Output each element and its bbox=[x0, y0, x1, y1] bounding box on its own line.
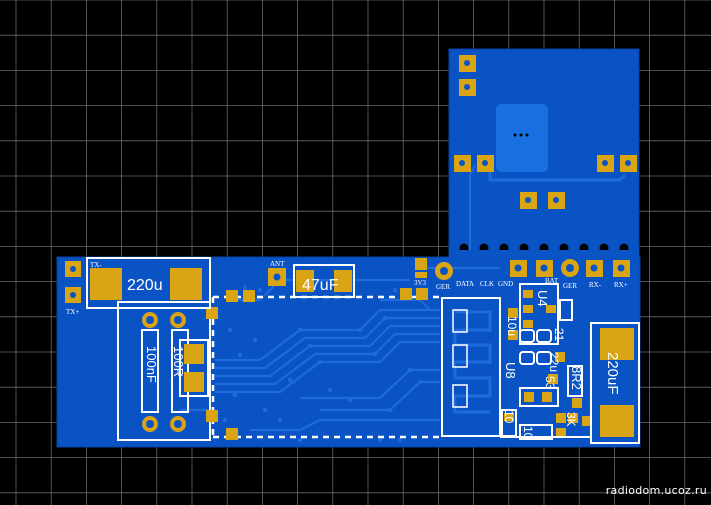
header-pins bbox=[435, 259, 630, 280]
left-block bbox=[117, 301, 218, 441]
label-clk: CLK bbox=[480, 280, 494, 288]
pad-hole bbox=[602, 160, 608, 166]
label-53: 53 bbox=[543, 376, 557, 390]
pad bbox=[226, 290, 238, 302]
label-10u: 10u bbox=[505, 316, 519, 336]
pad bbox=[600, 328, 634, 360]
label-10: 10 bbox=[502, 410, 516, 424]
pad-hole bbox=[625, 160, 631, 166]
label-u4: U4 bbox=[535, 290, 550, 307]
via bbox=[525, 133, 529, 137]
label-10-b: 10 bbox=[521, 426, 535, 440]
upper-module bbox=[448, 48, 640, 257]
label-bat: BAT bbox=[545, 277, 559, 285]
cap-47uf-outline bbox=[293, 264, 355, 298]
pad-hole bbox=[553, 197, 559, 203]
trace bbox=[469, 164, 476, 250]
antenna-pad bbox=[452, 344, 468, 368]
cap-220uf-outline bbox=[590, 322, 640, 444]
watermark: radiodom.ucoz.ru bbox=[605, 484, 707, 497]
pad bbox=[296, 270, 314, 292]
label-u8: U8 bbox=[503, 362, 518, 379]
label-220u: 220u bbox=[127, 277, 163, 294]
pad bbox=[243, 290, 255, 302]
antenna-pad bbox=[452, 384, 468, 408]
label-rx-plus: RX+ bbox=[614, 281, 628, 289]
label-21: 21 bbox=[552, 328, 566, 342]
cap-220u-outline bbox=[86, 257, 211, 309]
board-joint bbox=[449, 250, 639, 262]
label-47uf: 47uF bbox=[302, 277, 339, 294]
pad bbox=[415, 258, 427, 270]
label-tx-minus: TX- bbox=[90, 261, 102, 269]
pad bbox=[416, 288, 428, 300]
silk-labels: TX- TX+ 220u ANT 47uF 3V3 GER DATA CLK G… bbox=[66, 260, 628, 440]
antenna-pad bbox=[452, 309, 468, 333]
label-220uf: 220uF bbox=[604, 352, 621, 395]
label-100nf: 100nF bbox=[144, 346, 159, 383]
label-tx-plus: TX+ bbox=[66, 308, 79, 316]
label-ger-right: GER bbox=[563, 282, 577, 290]
pad-hole bbox=[464, 60, 470, 66]
pad-hole bbox=[525, 197, 531, 203]
pad bbox=[90, 268, 122, 300]
pad-hole bbox=[482, 160, 488, 166]
pad bbox=[415, 272, 427, 278]
label-ant: ANT bbox=[270, 260, 285, 268]
chip-pad bbox=[496, 104, 548, 172]
pad bbox=[226, 428, 238, 440]
vias bbox=[222, 287, 423, 443]
label-100r: 100R bbox=[171, 346, 186, 377]
pad-hole bbox=[464, 84, 470, 90]
label-22u: 22u bbox=[547, 352, 561, 372]
pad-hole bbox=[459, 160, 465, 166]
label-data: DATA bbox=[456, 280, 474, 288]
via bbox=[513, 133, 517, 137]
main-board bbox=[56, 250, 641, 448]
label-ger-left: GER bbox=[436, 283, 450, 291]
pad bbox=[334, 270, 352, 292]
left-block-outline bbox=[117, 301, 211, 441]
ic-area bbox=[499, 283, 592, 440]
label-3k: 3K bbox=[564, 412, 578, 427]
pad bbox=[600, 405, 634, 437]
pad bbox=[170, 268, 202, 300]
traces bbox=[180, 266, 500, 432]
label-gnd: GND bbox=[498, 280, 513, 288]
via bbox=[519, 133, 523, 137]
label-3v3: 3V3 bbox=[414, 279, 427, 287]
pad bbox=[400, 288, 412, 300]
label-rx-minus: RX- bbox=[589, 281, 602, 289]
label-8r: 8R2 bbox=[569, 366, 584, 390]
